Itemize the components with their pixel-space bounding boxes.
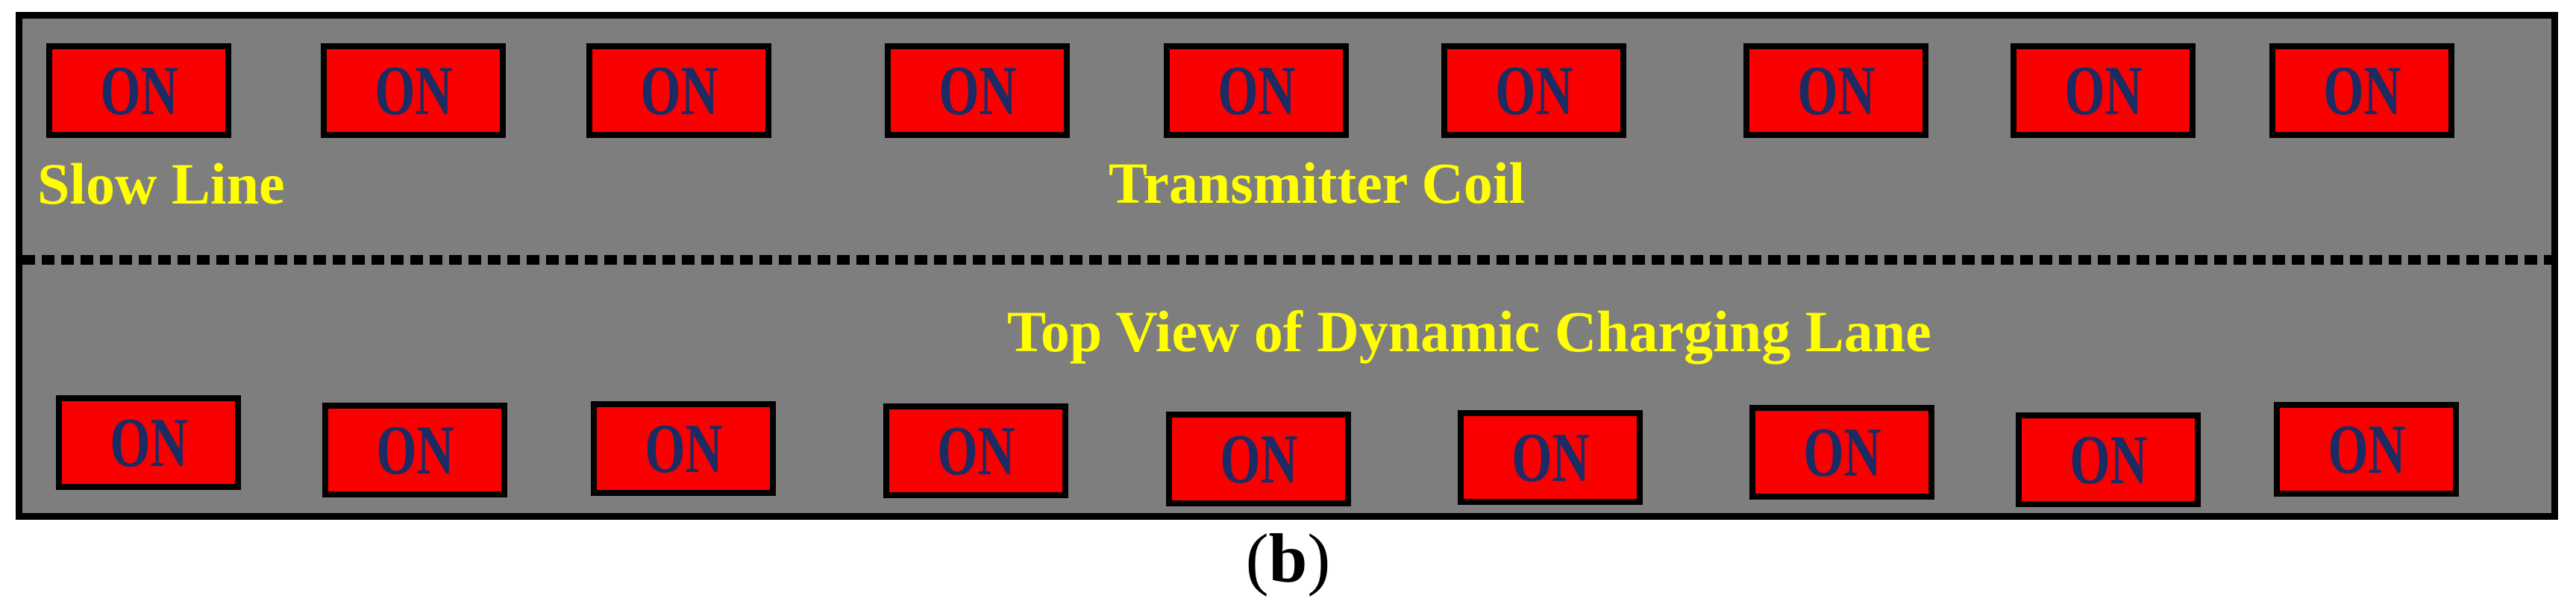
coil-state-label: ON — [2322, 51, 2401, 130]
transmitter-coil-box-coil-top-2: ON — [321, 43, 506, 138]
coil-state-label: ON — [1219, 420, 1298, 498]
caption-open-paren: ( — [1245, 521, 1269, 597]
caption-letter: b — [1268, 521, 1308, 597]
caption-close-paren: ) — [1307, 521, 1331, 597]
transmitter-coil-box-coil-bottom-4: ON — [883, 403, 1068, 498]
coil-state-label: ON — [375, 411, 454, 489]
coil-state-label: ON — [1511, 418, 1590, 497]
figure-caption: (b) — [1246, 524, 1331, 594]
transmitter-coil-box-coil-top-1: ON — [46, 43, 231, 138]
transmitter-coil-box-coil-bottom-5: ON — [1166, 412, 1351, 506]
transmitter-coil-box-coil-bottom-9: ON — [2274, 402, 2459, 497]
transmitter-coil-box-coil-top-6: ON — [1441, 43, 1626, 138]
transmitter-coil-box-coil-top-7: ON — [1743, 43, 1928, 138]
transmitter-coil-box-coil-bottom-1: ON — [56, 395, 241, 490]
transmitter-coil-box-coil-top-4: ON — [885, 43, 1070, 138]
coil-state-label: ON — [1494, 51, 1573, 130]
transmitter-coil-box-coil-bottom-2: ON — [322, 403, 507, 497]
transmitter-coil-box-coil-bottom-8: ON — [2016, 412, 2201, 507]
transmitter-coil-box-coil-top-8: ON — [2011, 43, 2196, 138]
transmitter-coil-box-coil-top-9: ON — [2269, 43, 2454, 138]
coil-state-label: ON — [109, 403, 188, 482]
coil-state-label: ON — [99, 51, 178, 130]
coil-state-label: ON — [938, 51, 1017, 130]
coil-state-label: ON — [2327, 410, 2406, 488]
coil-state-label: ON — [374, 51, 453, 130]
coil-state-label: ON — [2063, 51, 2143, 130]
top-view-label: Top View of Dynamic Charging Lane — [1007, 299, 1931, 364]
transmitter-coil-box-coil-top-3: ON — [586, 43, 771, 138]
coil-state-label: ON — [2069, 421, 2148, 499]
coil-state-label: ON — [1802, 413, 1881, 491]
coil-state-label: ON — [644, 409, 723, 488]
transmitter-coil-box-coil-bottom-7: ON — [1749, 405, 1934, 500]
transmitter-coil-box-coil-bottom-3: ON — [591, 401, 776, 496]
transmitter-coil-box-coil-bottom-6: ON — [1458, 410, 1643, 505]
coil-state-label: ON — [936, 412, 1015, 490]
transmitter-coil-box-coil-top-5: ON — [1164, 43, 1349, 138]
lane-divider-dashed-line — [22, 255, 2551, 265]
coil-state-label: ON — [1796, 51, 1875, 130]
transmitter-coil-label: Transmitter Coil — [1109, 151, 1526, 216]
coil-state-label: ON — [639, 51, 718, 130]
slow-line-label: Slow Line — [37, 151, 285, 216]
coil-state-label: ON — [1217, 51, 1296, 130]
